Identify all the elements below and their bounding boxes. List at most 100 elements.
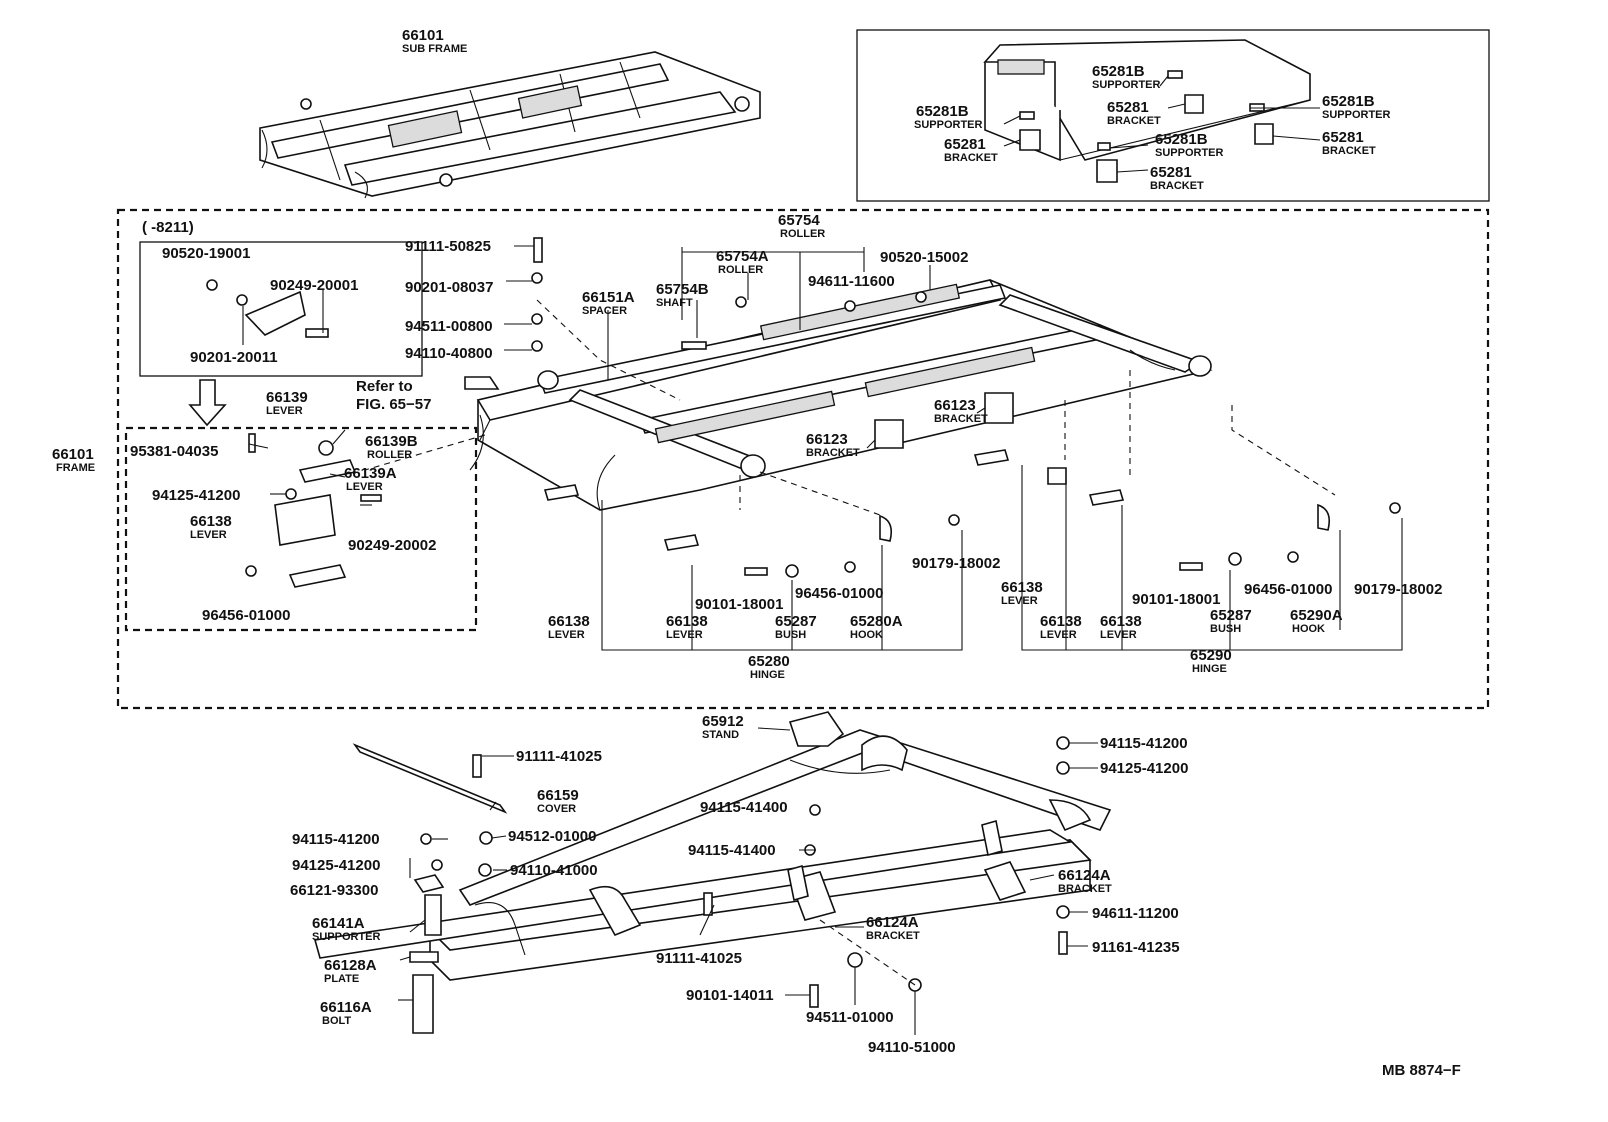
label-date-range: ( -8211) [142, 219, 194, 236]
label-94115-41400-mid: 94115-41400 [688, 842, 776, 859]
label-supporter-d: SUPPORTER [1322, 109, 1391, 121]
label-66101-sub: 66101 [402, 27, 444, 44]
label-65281-d: 65281 [1322, 129, 1364, 146]
label-90201-20011: 90201-20011 [190, 349, 278, 366]
label-65290A: 65290A [1290, 607, 1343, 624]
label-bracket-a: BRACKET [1107, 115, 1161, 127]
lower-leader-lines [398, 727, 1098, 1035]
lever-assembly-dashed-box [124, 426, 478, 632]
label-66128A: 66128A [324, 957, 377, 974]
leader-lines [248, 245, 1403, 651]
label-91111-41025-top: 91111-41025 [516, 748, 602, 765]
label-66138-2: 66138 [666, 613, 708, 630]
label-66139: 66139 [266, 389, 308, 406]
label-94611-11600: 94611-11600 [808, 273, 895, 290]
label-94110-40800: 94110-40800 [405, 345, 493, 362]
label-hook-right: HOOK [1292, 623, 1325, 635]
main-frame-drawing [245, 237, 1401, 588]
label-94115-41200-right: 94115-41200 [1100, 735, 1188, 752]
label-96456-01000-left: 96456-01000 [795, 585, 883, 602]
label-hinge-right: HINGE [1192, 663, 1227, 675]
label-plate: PLATE [324, 973, 359, 985]
label-roller-b: ROLLER [367, 449, 412, 461]
label-65281B-a: 65281B [1092, 63, 1145, 80]
label-lever-5: LEVER [1100, 629, 1137, 641]
label-65754A: 65754A [716, 248, 769, 265]
label-90179-18002-right: 90179-18002 [1354, 581, 1442, 598]
label-91161-41235: 91161-41235 [1092, 939, 1180, 956]
inset-hardware [206, 279, 329, 345]
main-frame-dashed-box [116, 208, 1490, 710]
label-65287-right: 65287 [1210, 607, 1252, 624]
early-model-inset-box [139, 241, 423, 377]
label-sub-frame: SUB FRAME [402, 43, 467, 55]
label-66138-inset: 66138 [190, 513, 232, 530]
label-94611-11200: 94611-11200 [1092, 905, 1179, 922]
label-66101-frame: 66101 [52, 446, 94, 463]
label-65281B-b: 65281B [916, 103, 969, 120]
label-66124A-mid: 66124A [866, 914, 919, 931]
label-66151A: 66151A [582, 289, 635, 306]
label-bracket-124-right: BRACKET [1058, 883, 1112, 895]
label-66138-4: 66138 [1040, 613, 1082, 630]
truck-bed-drawing [983, 39, 1321, 183]
label-66139A: 66139A [344, 465, 397, 482]
label-66138-3: 66138 [1001, 579, 1043, 596]
label-bracket-right: BRACKET [934, 413, 988, 425]
sub-frame-drawing [259, 51, 761, 199]
label-bush-right: BUSH [1210, 623, 1241, 635]
label-ref-code: MB 8874−F [1382, 1062, 1461, 1079]
label-95381-04035: 95381-04035 [130, 443, 218, 460]
label-lever-a: LEVER [346, 481, 383, 493]
lower-frame-drawing [313, 711, 1112, 1034]
label-bracket-left: BRACKET [806, 447, 860, 459]
label-lever-4: LEVER [1040, 629, 1077, 641]
label-supporter-141: SUPPORTER [312, 931, 381, 943]
label-66123-right: 66123 [934, 397, 976, 414]
label-90249-20001: 90249-20001 [270, 277, 358, 294]
label-bracket-c: BRACKET [1150, 180, 1204, 192]
label-66138-5: 66138 [1100, 613, 1142, 630]
label-bracket-b: BRACKET [944, 152, 998, 164]
label-bracket-124-mid: BRACKET [866, 930, 920, 942]
label-94110-51000: 94110-51000 [868, 1039, 956, 1056]
label-90101-18001-left: 90101-18001 [695, 596, 783, 613]
label-65287-left: 65287 [775, 613, 817, 630]
label-65290: 65290 [1190, 647, 1232, 664]
label-stand: STAND [702, 729, 739, 741]
label-65754: 65754 [778, 212, 820, 229]
truck-bed-inset-box [856, 29, 1490, 202]
label-94125-41200-right: 94125-41200 [1100, 760, 1188, 777]
label-roller: ROLLER [780, 228, 825, 240]
label-65912: 65912 [702, 713, 744, 730]
label-94115-41400-top: 94115-41400 [700, 799, 788, 816]
label-lever-3: LEVER [1001, 595, 1038, 607]
label-65281B-c: 65281B [1155, 131, 1208, 148]
label-96456-01000-right: 96456-01000 [1244, 581, 1332, 598]
label-hook-left: HOOK [850, 629, 883, 641]
label-91111-41025-bottom: 91111-41025 [656, 950, 742, 967]
label-bolt: BOLT [322, 1015, 351, 1027]
label-cover: COVER [537, 803, 576, 815]
label-65281B-d: 65281B [1322, 93, 1375, 110]
label-66159: 66159 [537, 787, 579, 804]
label-66139B: 66139B [365, 433, 418, 450]
label-lever-1: LEVER [548, 629, 585, 641]
label-lever-66139: LEVER [266, 405, 303, 417]
label-65280: 65280 [748, 653, 790, 670]
label-66116A: 66116A [320, 999, 372, 1016]
label-supporter-a: SUPPORTER [1092, 79, 1161, 91]
label-bush-left: BUSH [775, 629, 806, 641]
label-66121-93300: 66121-93300 [290, 882, 378, 899]
label-66123-left: 66123 [806, 431, 848, 448]
label-90101-18001-right: 90101-18001 [1132, 591, 1220, 608]
label-94115-41200-left: 94115-41200 [292, 831, 380, 848]
label-65281-b: 65281 [944, 136, 986, 153]
label-refer: Refer to [356, 378, 413, 395]
label-66124A-right: 66124A [1058, 867, 1111, 884]
label-lever-inset: LEVER [190, 529, 227, 541]
label-94110-41000: 94110-41000 [510, 862, 598, 879]
label-65754B: 65754B [656, 281, 709, 298]
label-bracket-d: BRACKET [1322, 145, 1376, 157]
